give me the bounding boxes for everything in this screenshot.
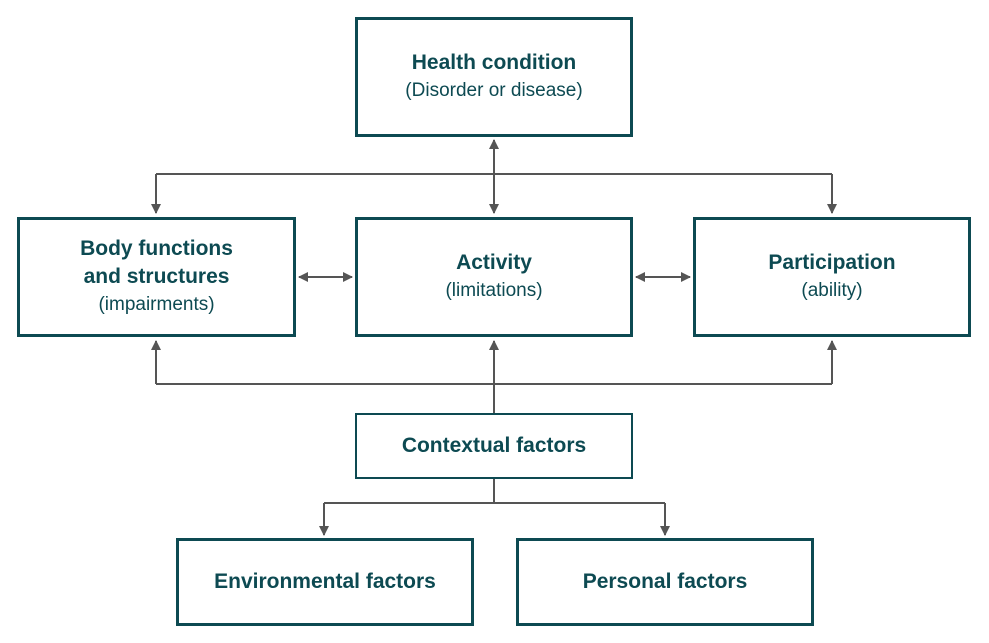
health-condition-title: Health condition: [411, 51, 577, 74]
personal-factors-title: Personal factors: [582, 570, 748, 593]
activity-box: Activity (limitations): [355, 217, 633, 337]
participation-title: Participation: [768, 251, 896, 274]
activity-subtitle: (limitations): [445, 280, 543, 301]
participation-subtitle: (ability): [801, 280, 863, 301]
body-functions-title-line2: and structures: [83, 265, 230, 288]
contextual-factors-box: Contextual factors: [355, 413, 633, 479]
body-functions-subtitle: (impairments): [98, 294, 215, 315]
body-functions-box: Body functions and structures (impairmen…: [17, 217, 296, 337]
health-condition-box: Health condition (Disorder or disease): [355, 17, 633, 137]
participation-box: Participation (ability): [693, 217, 971, 337]
personal-factors-box: Personal factors: [516, 538, 814, 626]
health-condition-subtitle: (Disorder or disease): [405, 80, 583, 101]
contextual-factors-title: Contextual factors: [401, 434, 587, 457]
body-functions-title-line1: Body functions: [80, 237, 233, 260]
activity-title: Activity: [456, 251, 532, 274]
environmental-factors-box: Environmental factors: [176, 538, 474, 626]
environmental-factors-title: Environmental factors: [214, 570, 436, 593]
